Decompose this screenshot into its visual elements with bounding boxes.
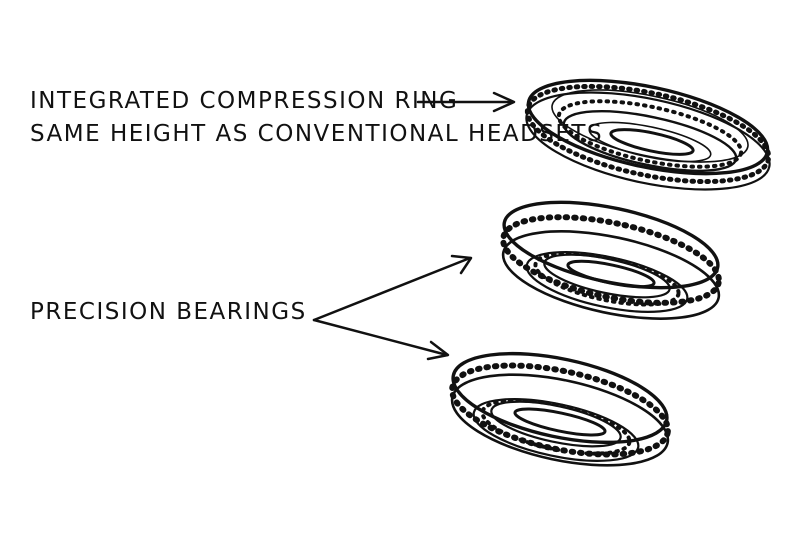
upper-bearing [500, 200, 722, 320]
compression-ring [524, 78, 772, 191]
arrow-to-compression-ring [416, 91, 516, 113]
arrow-to-lower-bearing [312, 318, 450, 361]
compression-ring-sublabel: SAME HEIGHT AS CONVENTIONAL HEADSETS [30, 121, 604, 147]
arrow-to-upper-bearing [312, 254, 473, 322]
precision-bearings-label: PRECISION BEARINGS [30, 299, 307, 325]
compression-ring-label: INTEGRATED COMPRESSION RING [30, 88, 459, 114]
lower-bearing [449, 351, 671, 467]
